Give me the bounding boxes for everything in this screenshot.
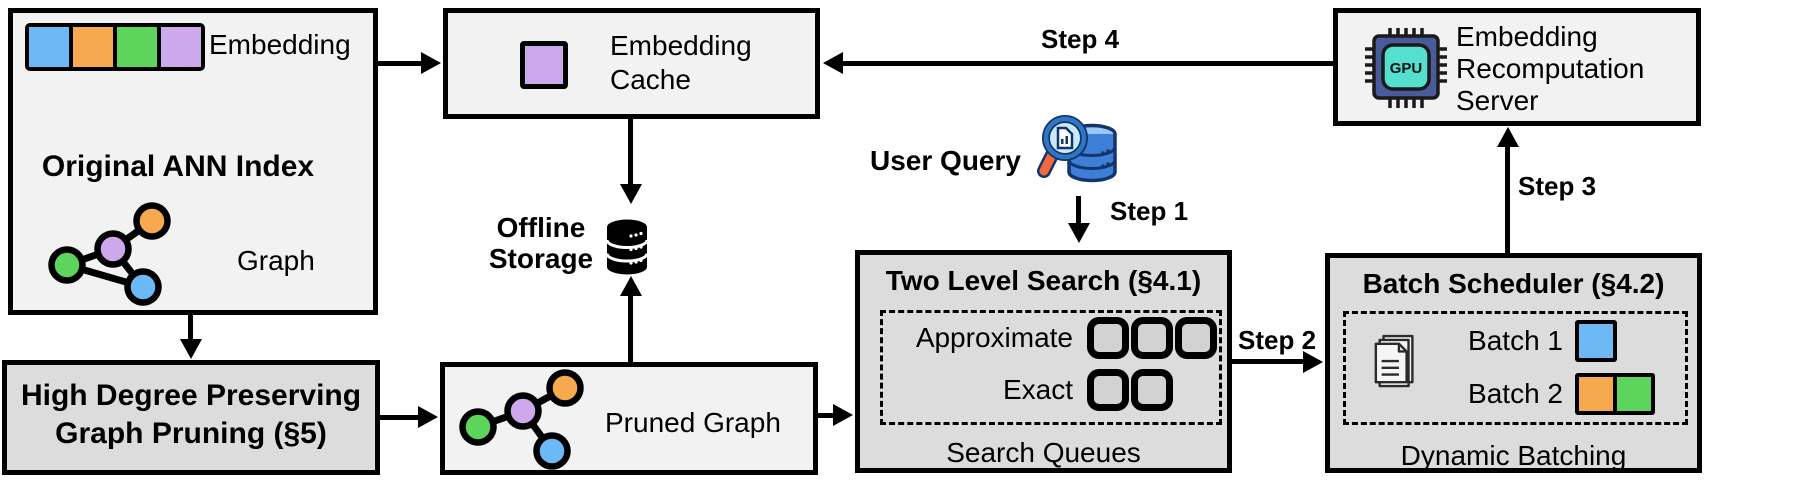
- embedding-color-swatch-green: [117, 27, 157, 67]
- search-queues-dashed-region: [880, 310, 1222, 425]
- recomputation-server-label-line3: Server: [1456, 85, 1539, 116]
- queue-slot: [1087, 317, 1129, 359]
- offline-storage-database-icon: [605, 219, 649, 275]
- embedding-color-swatch-blue: [29, 27, 69, 67]
- queue-slot: [1131, 317, 1173, 359]
- offline-storage-label-line1: Offline: [496, 212, 586, 243]
- queue-slot: [1087, 369, 1129, 411]
- exact-queue-label: Exact: [1002, 374, 1073, 405]
- user-query-label: User Query: [870, 145, 1021, 176]
- ann-index-title: Original ANN Index: [41, 150, 315, 183]
- graph-pruning-box: High Degree Preserving Graph Pruning (§5…: [2, 360, 380, 475]
- step-1-label: Step 1: [1110, 196, 1189, 226]
- batch-swatch-orange: [1579, 377, 1613, 411]
- batch-2-swatches: [1575, 373, 1655, 415]
- approximate-queue-slots: [1087, 317, 1217, 359]
- approximate-queue-label: Approximate: [915, 322, 1073, 353]
- embedding-cache-label-line1: Embedding: [610, 30, 752, 61]
- batch-swatch-green: [1617, 377, 1651, 411]
- search-queues-label: Search Queues: [946, 437, 1141, 468]
- embedding-color-swatch-orange: [73, 27, 113, 67]
- batch-1-label: Batch 1: [1468, 325, 1563, 356]
- graph-pruning-label-line1: High Degree Preserving: [20, 379, 362, 412]
- step-4-label: Step 4: [1041, 24, 1120, 54]
- user-query-icon: [1037, 115, 1117, 183]
- embedding-cache-label-line2: Cache: [610, 64, 691, 95]
- two-level-search-title: Two Level Search (§4.1): [885, 265, 1202, 296]
- recomputation-server-box: GPU Embedding Recomputation Server: [1333, 8, 1701, 126]
- graph-pruning-label-line2: Graph Pruning (§5): [55, 416, 327, 450]
- batch-scheduler-title: Batch Scheduler (§4.2): [1362, 268, 1665, 299]
- batch-swatch-blue: [1579, 324, 1613, 358]
- documents-icon: [1374, 334, 1414, 388]
- pruned-graph-box: Pruned Graph: [440, 362, 818, 475]
- recomputation-server-label-line2: Recomputation: [1456, 53, 1645, 84]
- cached-embedding-swatch: [520, 41, 568, 89]
- graph-icon: [48, 202, 171, 306]
- batch-1-swatches: [1575, 320, 1617, 362]
- graph-label: Graph: [237, 245, 315, 276]
- embedding-cache-box: Embedding Cache: [443, 8, 820, 119]
- original-ann-index-box: Embedding Original ANN Index Graph: [8, 8, 378, 315]
- recomputation-server-label-line1: Embedding: [1456, 21, 1598, 52]
- exact-queue-slots: [1087, 369, 1173, 411]
- gpu-icon: GPU: [1365, 28, 1447, 108]
- embedding-color-swatch-purple: [161, 27, 201, 67]
- batch-2-label: Batch 2: [1468, 378, 1563, 409]
- pruned-graph-icon: [459, 369, 584, 470]
- embedding-label: Embedding: [209, 29, 351, 60]
- offline-storage-label-line2: Storage: [488, 243, 594, 274]
- step-3-label: Step 3: [1518, 171, 1597, 201]
- dynamic-batching-dashed-region: [1343, 311, 1688, 425]
- pruned-graph-label: Pruned Graph: [605, 407, 781, 438]
- gpu-chip-label: GPU: [1390, 60, 1423, 77]
- dynamic-batching-label: Dynamic Batching: [1400, 440, 1627, 471]
- queue-slot: [1175, 317, 1217, 359]
- queue-slot: [1131, 369, 1173, 411]
- batch-scheduler-box: Batch Scheduler (§4.2) Batch 1 Batch 2 D…: [1325, 253, 1702, 473]
- embedding-vector-icon: [25, 23, 205, 71]
- two-level-search-box: Two Level Search (§4.1) Approximate Exac…: [855, 250, 1232, 473]
- step-2-label: Step 2: [1238, 325, 1317, 355]
